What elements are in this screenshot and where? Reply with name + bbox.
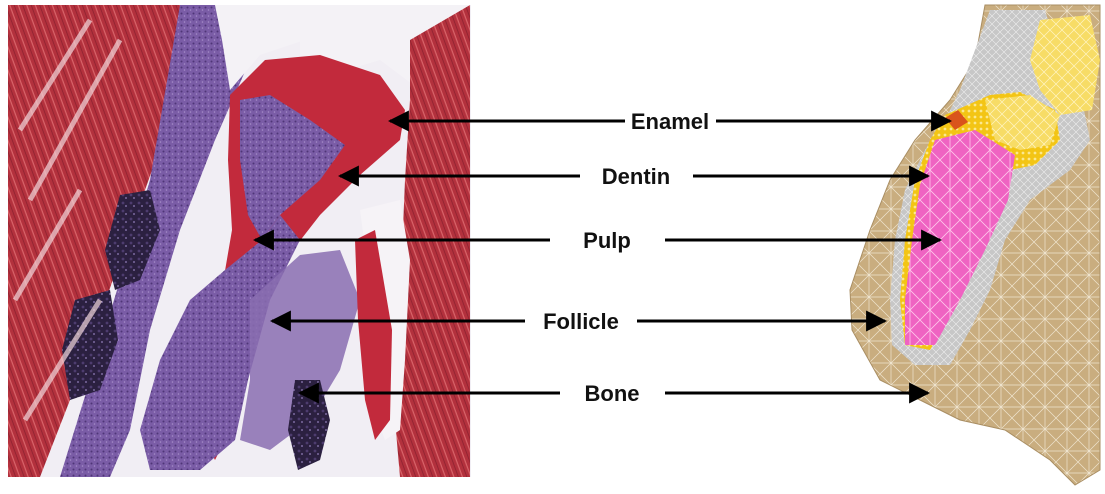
label-pulp: Pulp [583, 228, 631, 253]
label-bone: Bone [585, 381, 640, 406]
label-enamel: Enamel [631, 109, 709, 134]
labels: Enamel Dentin Pulp Follicle Bone [543, 109, 709, 406]
finite-element-mesh-image [850, 5, 1100, 485]
label-dentin: Dentin [602, 164, 670, 189]
label-follicle: Follicle [543, 309, 619, 334]
